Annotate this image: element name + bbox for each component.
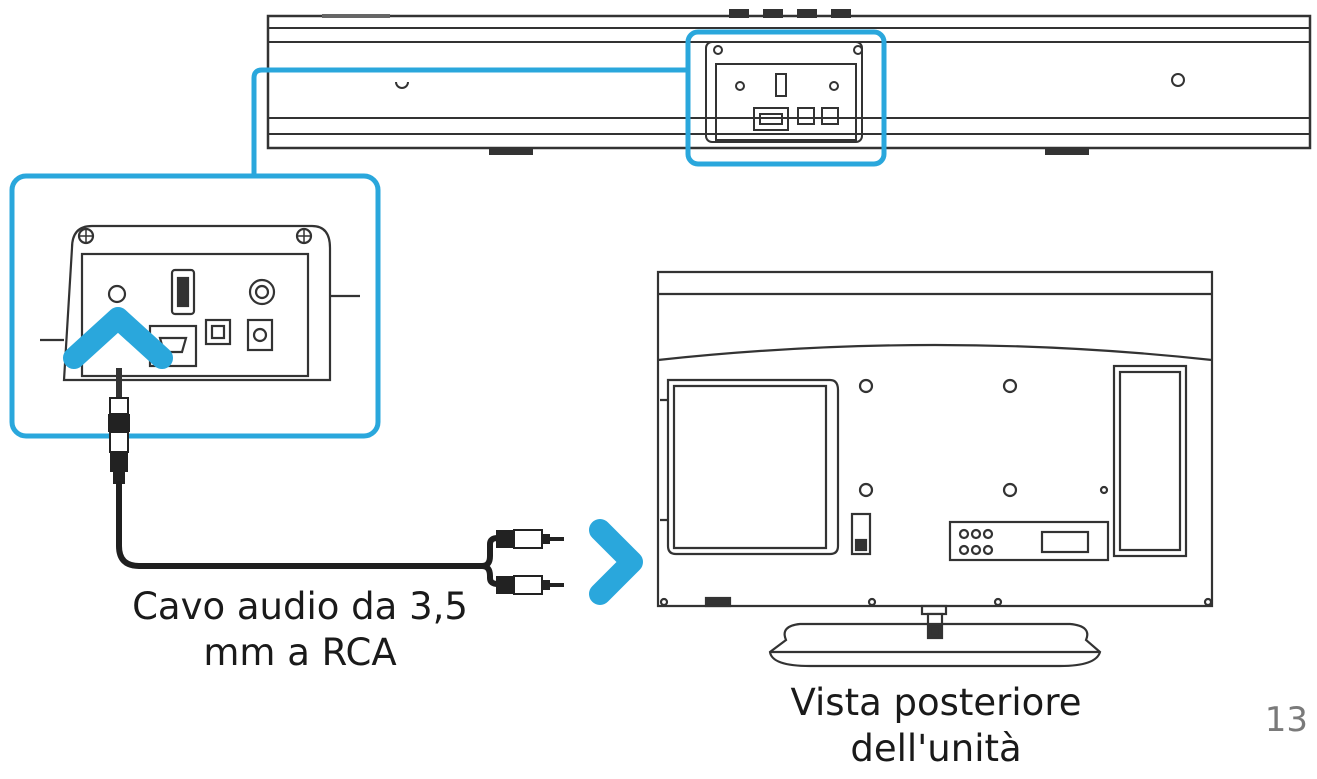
soundbar-highlight [251, 29, 887, 176]
zoomed-port-panel [9, 173, 381, 439]
audio-cable [108, 368, 564, 595]
page-number: 13 [1264, 700, 1308, 740]
cable-caption-line-2: mm a RCA [203, 631, 397, 674]
soundbar [266, 9, 1312, 155]
chevron-right-icon [589, 519, 643, 605]
unit-view-caption: Vista posteriore dell'unità [736, 680, 1136, 772]
cable-caption-line-1: Cavo audio da 3,5 [132, 585, 468, 628]
chevron-up-icon [63, 307, 173, 369]
rca-plug-lower [496, 575, 564, 595]
unit-view-caption-line-2: dell'unità [850, 727, 1022, 770]
soundbar-port-panel [705, 41, 863, 143]
tv-back [656, 270, 1214, 668]
rca-plug-upper [496, 529, 564, 549]
cable-caption: Cavo audio da 3,5 mm a RCA [100, 584, 500, 676]
unit-view-caption-line-1: Vista posteriore [790, 681, 1082, 724]
